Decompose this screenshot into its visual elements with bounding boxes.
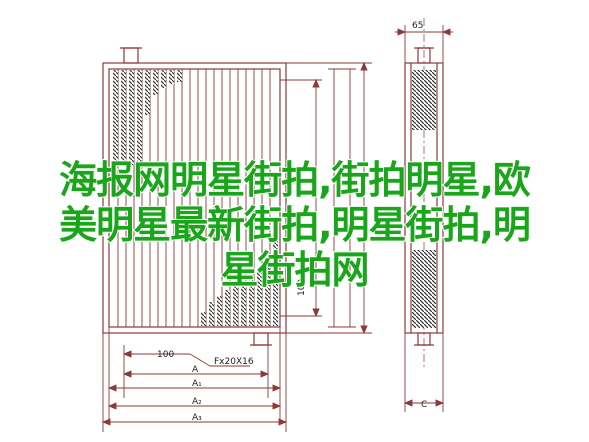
dim-100-bottom: 100 [157,350,174,360]
dim-a1: A₁ [192,379,202,389]
watermark-overlay: 海报网明星街拍,街拍明星,欧 美明星最新街拍,明星街拍,明 星街拍网 [0,157,589,293]
top-inlet [123,47,139,64]
front-horizontal-dimensions [101,327,288,432]
overlay-line-3: 星街拍网 [219,247,370,293]
front-vertical-dimensions [280,61,372,335]
fin-hatch-bottom [201,230,278,326]
front-view [102,47,287,346]
front-frame-inner [108,68,281,328]
tube-lines [117,69,271,327]
side-dimensions [395,25,453,412]
dim-c: C [421,400,427,410]
dim-a3: A₃ [192,413,202,423]
front-frame-outer [102,62,287,334]
overlay-line-2: 美明星最新街拍,明星街拍,明 [58,202,532,248]
dim-65: 65 [412,21,423,31]
overlay-line-1: 海报网明星街拍,街拍明星,欧 [58,157,532,203]
fin-hatch-top [113,70,182,165]
side-fin-hatch [412,70,436,328]
dim-fx20x16: Fx20X16 [214,357,254,367]
dim-a: A [192,365,199,375]
bottom-outlet [253,332,269,346]
dim-100-vertical: 100 [297,279,307,296]
dim-a2: A₂ [192,397,202,407]
